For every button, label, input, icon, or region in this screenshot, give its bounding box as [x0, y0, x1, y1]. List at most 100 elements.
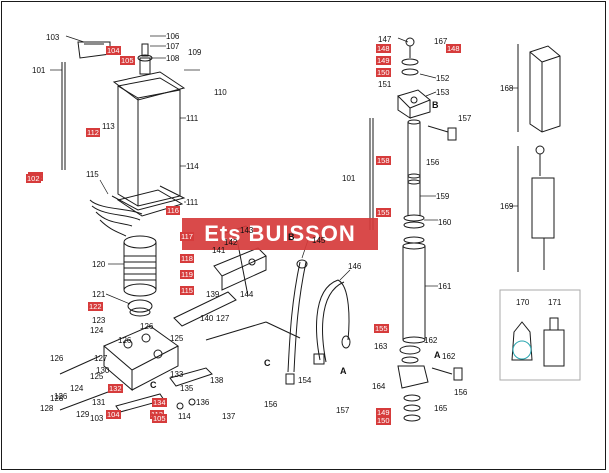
motor-120: [123, 235, 157, 297]
highlighted-callout: 115: [180, 286, 194, 295]
callout-label: 142: [224, 238, 238, 247]
watermark-text: Ets BUISSON: [182, 218, 378, 250]
callout-label: 127: [94, 354, 108, 363]
connection-letter: A: [340, 366, 347, 376]
highlighted-callout: 148: [376, 44, 391, 53]
hose-146: [316, 279, 350, 363]
pump-body-124: [103, 325, 179, 392]
callout-label: 147: [378, 35, 392, 44]
callout-label: 138: [210, 376, 224, 385]
highlighted-callout: 132: [108, 384, 123, 393]
callout-label: 114: [178, 412, 191, 421]
callout-label: 143: [240, 226, 254, 235]
cylinder-assembly-169: [517, 145, 555, 272]
callout-label: 115: [86, 170, 99, 179]
callout-label: 113: [102, 122, 115, 131]
piston-rod-159: [407, 119, 421, 216]
callout-label: 141: [212, 246, 226, 255]
highlighted-callout: 150: [376, 416, 391, 425]
callout-label: 126: [54, 392, 68, 401]
callout-label: 125: [90, 372, 104, 381]
highlighted-callout: 148: [446, 44, 461, 53]
lift-eye-147: [401, 37, 419, 76]
highlighted-callout: 112: [86, 128, 100, 137]
callout-label: 111: [186, 198, 199, 207]
callout-label: 106: [166, 32, 180, 41]
callout-label: 121: [92, 290, 106, 299]
callout-label: 129: [76, 410, 90, 419]
rectangle-panel: [499, 289, 581, 381]
callout-label: 126: [140, 322, 154, 331]
callout-label: 126: [50, 354, 64, 363]
callout-label: 126: [118, 336, 132, 345]
highlighted-callout: 105: [152, 414, 167, 423]
head-block-153: [397, 89, 431, 119]
callout-label: 137: [222, 412, 236, 421]
callout-label: 153: [436, 88, 450, 97]
callout-label: 144: [240, 290, 254, 299]
callout-label: 156: [264, 400, 278, 409]
callout-label: 156: [454, 388, 468, 397]
callout-label: 125: [170, 334, 184, 343]
callout-label: 103: [90, 414, 104, 423]
highlighted-callout: 104: [106, 46, 121, 55]
callout-label: 135: [180, 384, 194, 393]
callout-label: 127: [216, 314, 230, 323]
fittings-156-157: [427, 125, 463, 381]
tank-box-114: [111, 71, 186, 211]
cylinder-foot-163: [397, 345, 429, 422]
callout-label: 170: [516, 298, 530, 307]
left-rod-101: [61, 62, 66, 170]
connection-letter: B: [288, 232, 295, 242]
callout-label: 165: [434, 404, 448, 413]
highlighted-callout: 118: [180, 254, 194, 263]
hose-145: [287, 261, 307, 373]
highlighted-callout: 134: [152, 398, 167, 407]
highlighted-callout: 105: [120, 56, 135, 65]
callout-label: 152: [436, 74, 450, 83]
connection-letter: C: [150, 380, 157, 390]
callout-label: 151: [378, 80, 392, 89]
highlighted-callout: 117: [180, 232, 194, 241]
highlighted-callout: 158: [376, 156, 391, 165]
callout-label: 154: [298, 376, 312, 385]
callout-label: 109: [188, 48, 202, 57]
cable-harness-115: [89, 199, 143, 237]
connection-letter: B: [432, 100, 439, 110]
callout-label: 120: [92, 260, 106, 269]
highlighted-callout: 122: [88, 302, 103, 311]
highlighted-callout: 155: [376, 208, 391, 217]
cylinder-tube-161: [402, 242, 426, 344]
tank-assembly-168: [517, 44, 561, 133]
callout-label: 133: [170, 370, 184, 379]
callout-label: 156: [426, 158, 440, 167]
callout-label: 101: [342, 174, 356, 183]
valve-cartridge-139-144: [173, 247, 267, 327]
callout-label: 162: [442, 352, 456, 361]
tank-base-plate: [116, 189, 184, 217]
callout-label: 146: [348, 262, 362, 271]
callout-label: 169: [500, 202, 514, 211]
callout-label: 114: [186, 162, 199, 171]
callout-label: 108: [166, 54, 180, 63]
callout-label: 130: [96, 366, 110, 375]
callout-label: 131: [92, 398, 106, 407]
oil-can-171: [543, 317, 565, 367]
callout-label: 167: [434, 37, 448, 46]
callout-label: 171: [548, 298, 562, 307]
callout-label: 124: [90, 326, 104, 335]
highlighted-callout: 104: [106, 410, 121, 419]
highlighted-callout: 150: [376, 68, 391, 77]
callout-label: 162: [424, 336, 438, 345]
connection-letter: A: [434, 350, 441, 360]
callout-label: 163: [374, 342, 388, 351]
highlighted-callout: 149: [376, 56, 391, 65]
callout-label: 160: [438, 218, 452, 227]
seals-160: [403, 214, 425, 244]
callout-label: 107: [166, 42, 180, 51]
callout-label: 110: [214, 88, 227, 97]
callout-label: 157: [458, 114, 472, 123]
callout-label: 139: [206, 290, 220, 299]
